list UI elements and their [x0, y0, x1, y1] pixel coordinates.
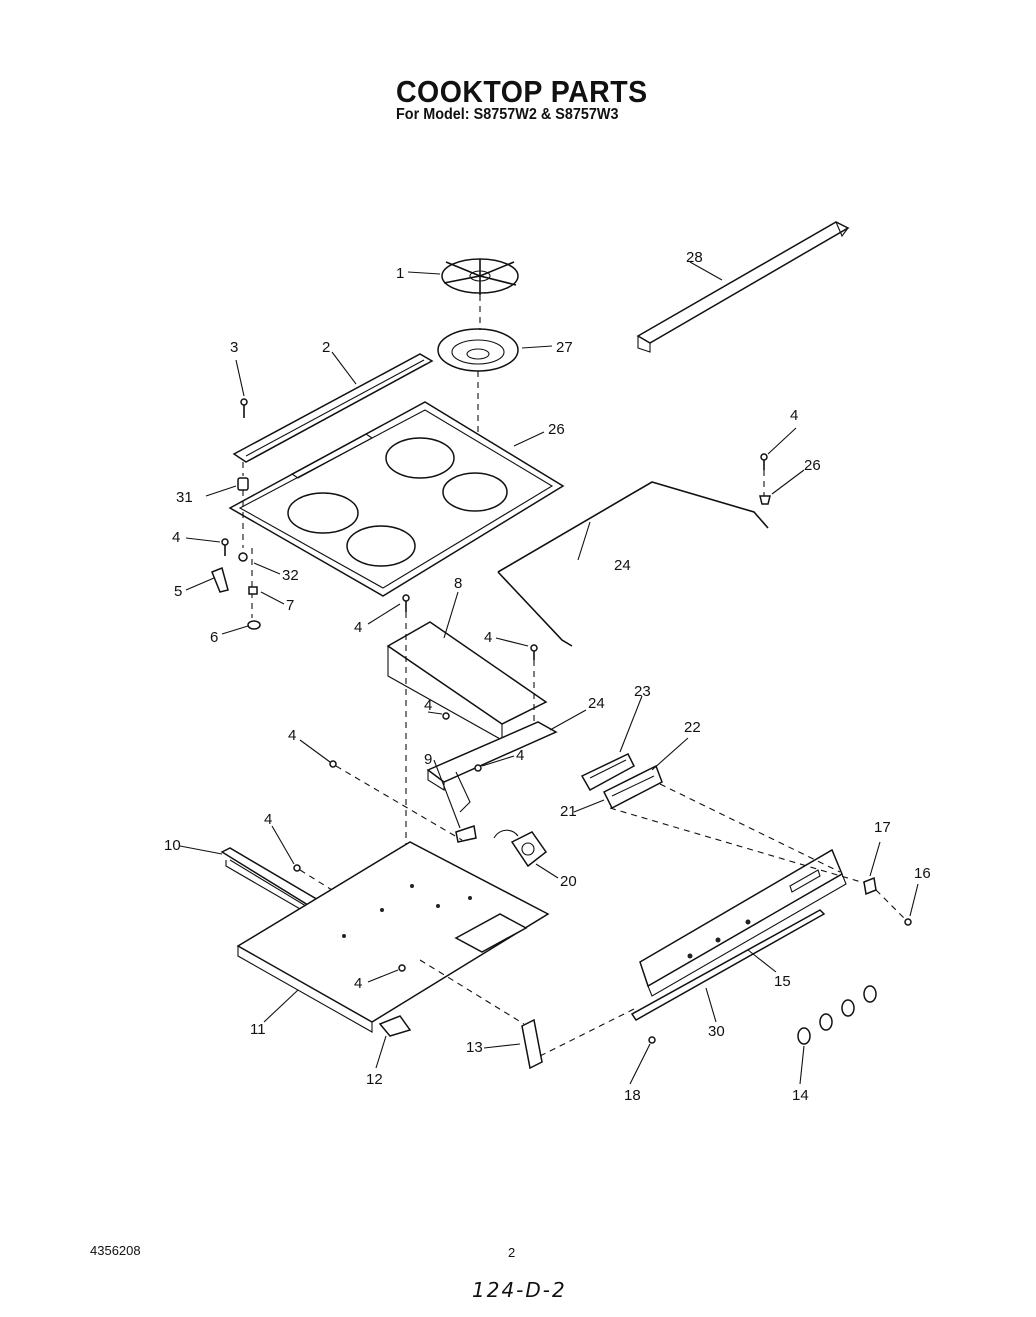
callout-4-c: 4 — [484, 629, 492, 646]
part-5-bracket — [211, 566, 229, 593]
callout-8: 8 — [454, 575, 462, 592]
callout-4-e: 4 — [288, 727, 296, 744]
part-23-block — [580, 753, 635, 792]
part-12-foot — [378, 1015, 412, 1037]
part-4-screw-right — [760, 453, 768, 470]
part-28-drip-bowl — [437, 328, 519, 372]
part-25-wire — [497, 481, 769, 647]
part-16-knob-insert — [904, 918, 912, 926]
callout-4-d: 4 — [424, 697, 432, 714]
part-22-block — [602, 764, 663, 810]
part-3-screw — [240, 398, 248, 418]
part-17-clip — [863, 876, 877, 896]
callout-11: 11 — [250, 1021, 266, 1038]
part-18-screw — [648, 1036, 656, 1044]
part-4-screw-4a — [329, 760, 337, 768]
document-number: 4356208 — [90, 1243, 141, 1258]
model-subtitle: For Model: S8757W2 & S8757W3 — [396, 106, 619, 123]
callout-15: 15 — [774, 973, 791, 990]
handwritten-code: 124-D-2 — [472, 1278, 567, 1302]
callout-17: 17 — [874, 819, 891, 836]
callout-4-h: 4 — [264, 811, 272, 828]
part-13-bracket — [521, 1018, 543, 1070]
callout-4-g: 4 — [790, 407, 798, 424]
callout-18: 18 — [624, 1087, 641, 1104]
part-26-clip — [759, 495, 771, 505]
page-title: COOKTOP PARTS — [396, 74, 648, 109]
part-14-knobs — [797, 985, 877, 1045]
part-9-bracket — [455, 825, 477, 843]
part-2-trim — [232, 353, 434, 463]
callout-28: 27 — [556, 339, 573, 356]
part-30-strip — [630, 909, 826, 1021]
page-number: 2 — [508, 1245, 516, 1260]
part-20-switch — [493, 829, 548, 868]
part-15-panel — [639, 848, 847, 997]
callout-4-a: 4 — [172, 529, 180, 546]
part-4-screw-8 — [402, 594, 410, 612]
callout-25: 24 — [614, 557, 631, 574]
callout-14: 14 — [792, 1087, 809, 1104]
part-4-screw-11 — [398, 964, 406, 972]
part-8-bracket — [386, 621, 548, 741]
part-7-nut — [248, 586, 258, 595]
callout-4-f: 4 — [516, 747, 524, 764]
part-1-grate — [441, 258, 519, 295]
callout-21: 21 — [560, 803, 577, 820]
callout-9: 9 — [424, 751, 432, 768]
callout-6: 6 — [210, 629, 218, 646]
part-4-screw-10 — [293, 864, 301, 872]
callout-20: 20 — [560, 873, 577, 890]
callout-16: 16 — [914, 865, 931, 882]
callout-4-b: 4 — [354, 619, 362, 636]
callout-31: 31 — [176, 489, 193, 506]
callout-5: 5 — [174, 583, 182, 600]
part-11-pan — [236, 841, 550, 1033]
part-27-cooktop — [228, 401, 565, 597]
part-24-bracket — [426, 721, 558, 813]
leader-lines — [179, 261, 919, 1085]
callout-12: 12 — [366, 1071, 383, 1088]
callout-22: 22 — [684, 719, 701, 736]
callout-27: 26 — [548, 421, 565, 438]
callout-29: 28 — [686, 249, 703, 266]
part-29-rail — [636, 221, 850, 353]
callout-labels: 1 27 2 3 26 28 31 4 32 5 7 6 4 8 4 4 24 … — [164, 249, 931, 1104]
callout-23: 23 — [634, 683, 651, 700]
callout-3: 3 — [230, 339, 238, 356]
part-6-foot — [247, 620, 261, 630]
callout-32: 32 — [282, 567, 299, 584]
part-32-clip — [238, 552, 248, 562]
callout-26: 26 — [804, 457, 821, 474]
part-4-screw-8b — [530, 644, 538, 660]
callout-30: 30 — [708, 1023, 725, 1040]
part-4-screw-24 — [442, 712, 450, 720]
part-4-screw-24b — [474, 764, 482, 772]
callout-2: 2 — [322, 339, 330, 356]
part-31-spacer — [237, 477, 249, 491]
callout-7: 7 — [286, 597, 294, 614]
callout-13: 13 — [466, 1039, 483, 1056]
callout-4-i: 4 — [354, 975, 362, 992]
part-4-screw-left — [221, 538, 229, 556]
callout-24: 24 — [588, 695, 605, 712]
callout-10: 10 — [164, 837, 181, 854]
callout-1: 1 — [396, 265, 404, 282]
